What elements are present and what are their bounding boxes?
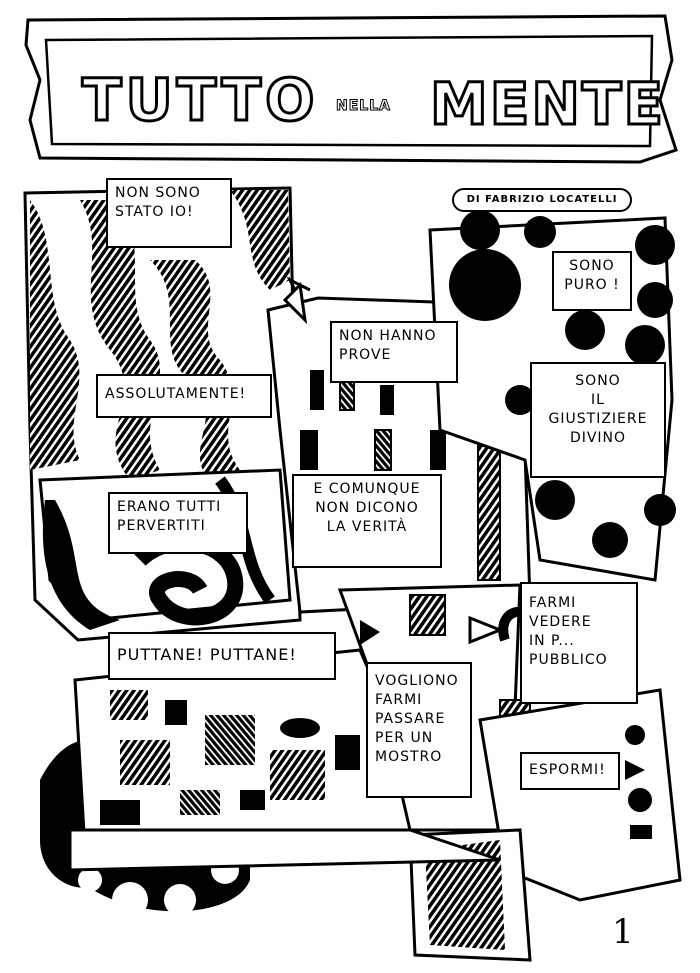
balloon-line: STATO IO!: [115, 203, 194, 220]
balloon-line: LA VERITÀ: [326, 518, 408, 535]
balloon-line: SONO: [569, 258, 615, 274]
balloon-farmi-vedere: FARMI VEDERE IN P... PUBBLICO: [520, 582, 638, 704]
balloon-line: NON SONO: [115, 185, 201, 201]
balloon-giustiziere-divino: SONO IL GIUSTIZIERE DIVINO: [530, 362, 666, 478]
balloon-line: IN P...: [529, 632, 575, 649]
balloon-line: ERANO TUTTI: [117, 499, 222, 515]
balloon-erano-tutti-pervertiti: ERANO TUTTI PERVERTITI: [108, 492, 248, 554]
balloon-puttane: PUTTANE! PUTTANE!: [108, 632, 336, 680]
balloon-sono-puro: SONO PURO !: [552, 251, 632, 311]
balloon-line: PASSARE: [375, 710, 446, 727]
balloon-line: PURO !: [564, 276, 620, 293]
balloon-line: FARMI: [529, 595, 577, 611]
balloon-line: NON HANNO: [339, 328, 437, 344]
balloon-espormi: ESPORMI!: [520, 752, 620, 790]
balloon-line: ESPORMI!: [529, 762, 606, 778]
balloon-line: PUBBLICO: [529, 651, 608, 668]
balloon-line: PUTTANE! PUTTANE!: [117, 645, 297, 664]
balloon-line: PER UN: [375, 729, 434, 746]
balloon-line: PROVE: [339, 346, 392, 363]
title-nella: NELLA: [336, 98, 391, 115]
title-mente: MENTE: [428, 69, 666, 140]
balloon-assolutamente: ASSOLUTAMENTE!: [96, 374, 272, 418]
balloon-line: DIVINO: [569, 429, 627, 446]
balloon-line: VOGLIONO: [375, 673, 459, 689]
balloon-line: NON DICONO: [315, 499, 419, 516]
balloon-e-comunque: E COMUNQUE NON DICONO LA VERITÀ: [292, 474, 442, 568]
balloon-line: VEDERE: [529, 613, 592, 630]
title-banner: [24, 14, 678, 164]
balloon-line: GIUSTIZIERE: [548, 410, 648, 427]
bottom-left-panel: [40, 648, 412, 918]
balloon-line: ASSOLUTAMENTE!: [105, 386, 247, 402]
balloon-line: MOSTRO: [375, 748, 443, 765]
author-credit: DI FABRIZIO LOCATELLI: [452, 188, 632, 212]
balloon-line: E COMUNQUE: [313, 481, 421, 497]
balloon-line: PERVERTITI: [117, 517, 206, 534]
balloon-vogliono: VOGLIONO FARMI PASSARE PER UN MOSTRO: [366, 662, 472, 798]
balloon-non-hanno-prove: NON HANNO PROVE: [330, 321, 458, 383]
balloon-line: SONO: [575, 373, 621, 389]
arrow-left: [282, 281, 308, 325]
balloon-line: FARMI: [375, 691, 423, 708]
bottom-right-panel: [68, 688, 682, 962]
balloon-line: IL: [591, 391, 605, 408]
title-tutto: TUTTO: [80, 65, 319, 136]
page-number: 1: [612, 912, 634, 952]
balloon-non-sono-stato-io: NON SONO STATO IO!: [106, 178, 232, 248]
